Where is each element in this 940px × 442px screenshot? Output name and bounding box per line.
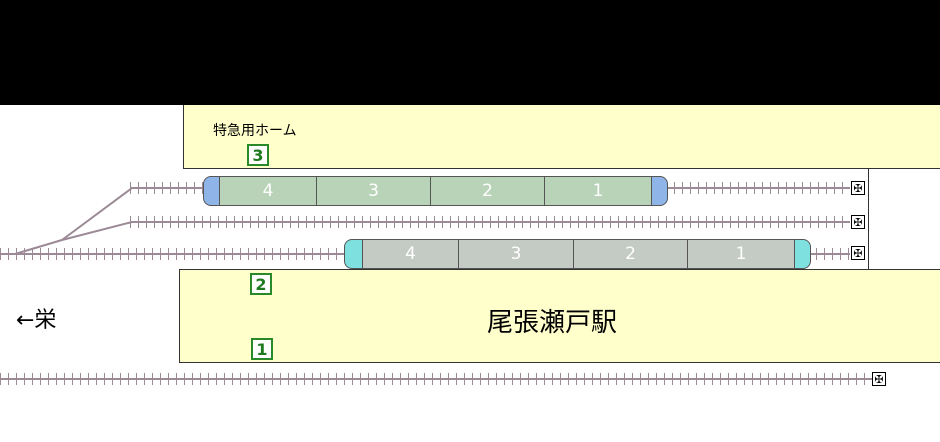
lower-train-cab-left: [344, 239, 363, 269]
station-name: 尾張瀬戸駅: [487, 308, 618, 338]
upper-train-cab-right: [651, 176, 668, 206]
track-1: [0, 373, 872, 385]
header-band: [0, 0, 940, 105]
platform-3: [183, 105, 940, 169]
upper-train-cab-left: [203, 176, 220, 206]
upper-train-car: 1: [544, 176, 652, 206]
buffer-stop-track-1: ✠: [872, 372, 886, 386]
lower-train-car: 1: [687, 239, 795, 269]
lower-train-car: 3: [458, 239, 574, 269]
platform-number-1: 1: [251, 338, 273, 360]
turnout-lines: [14, 187, 133, 255]
platform-number-3: 3: [247, 144, 269, 166]
platform-3-extension: [868, 169, 869, 269]
direction-label: ←栄: [16, 308, 57, 333]
buffer-stop-track-2: ✠: [851, 246, 865, 260]
lower-train-car: 4: [362, 239, 459, 269]
upper-train-car: 2: [430, 176, 545, 206]
upper-train-car: 3: [316, 176, 431, 206]
track-siding: [130, 216, 850, 228]
platform-number-2: 2: [250, 273, 272, 295]
lower-train-car: 2: [573, 239, 688, 269]
platform-1-2: [179, 269, 940, 363]
limited-express-platform-label: 特急用ホーム: [213, 123, 297, 139]
buffer-stop-track-3: ✠: [851, 181, 865, 195]
upper-train-car: 4: [219, 176, 317, 206]
buffer-stop-track-siding: ✠: [851, 215, 865, 229]
lower-train-cab-right: [794, 239, 811, 269]
